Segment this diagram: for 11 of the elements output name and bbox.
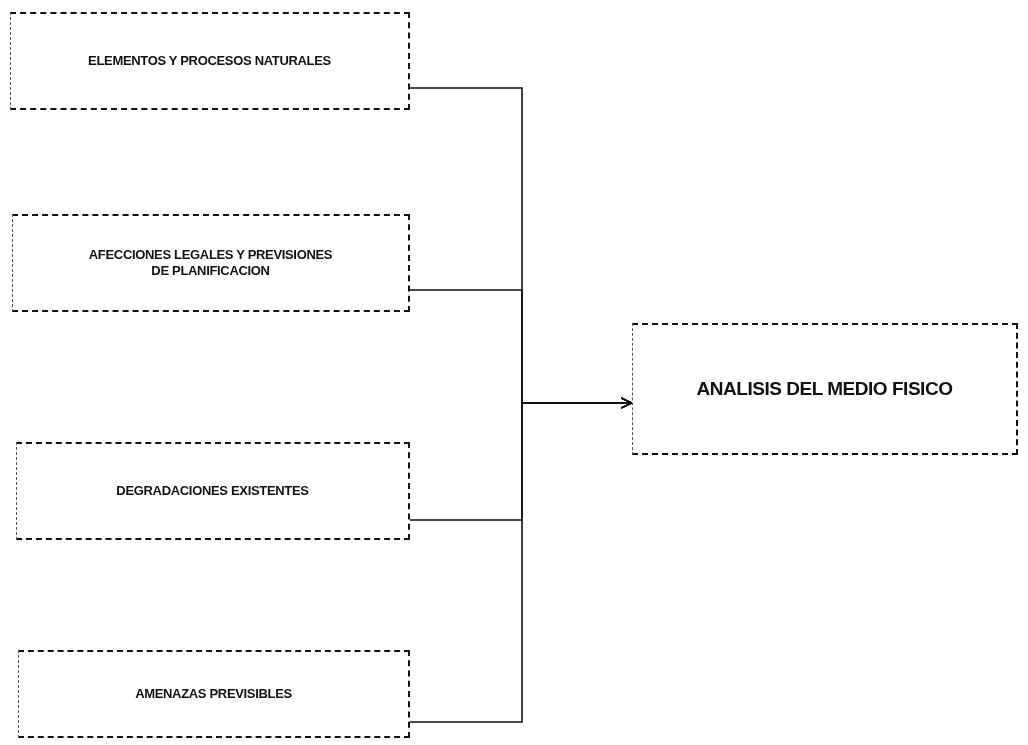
box-label: AMENAZAS PREVISIBLES [135,685,292,703]
process-box [12,214,410,312]
box-label: ELEMENTOS Y PROCESOS NATURALES [88,52,331,70]
box-label: DEGRADACIONES EXISTENTES [116,482,309,500]
process-box [10,12,410,110]
process-box [18,650,410,738]
box-label: ANALISIS DEL MEDIO FISICO [696,376,953,401]
box-label: AFECCIONES LEGALES Y PREVISIONES DE PLANIFICACION [87,246,334,280]
process-box [16,442,410,540]
process-box [632,323,1018,455]
connector-arrow [409,397,633,723]
